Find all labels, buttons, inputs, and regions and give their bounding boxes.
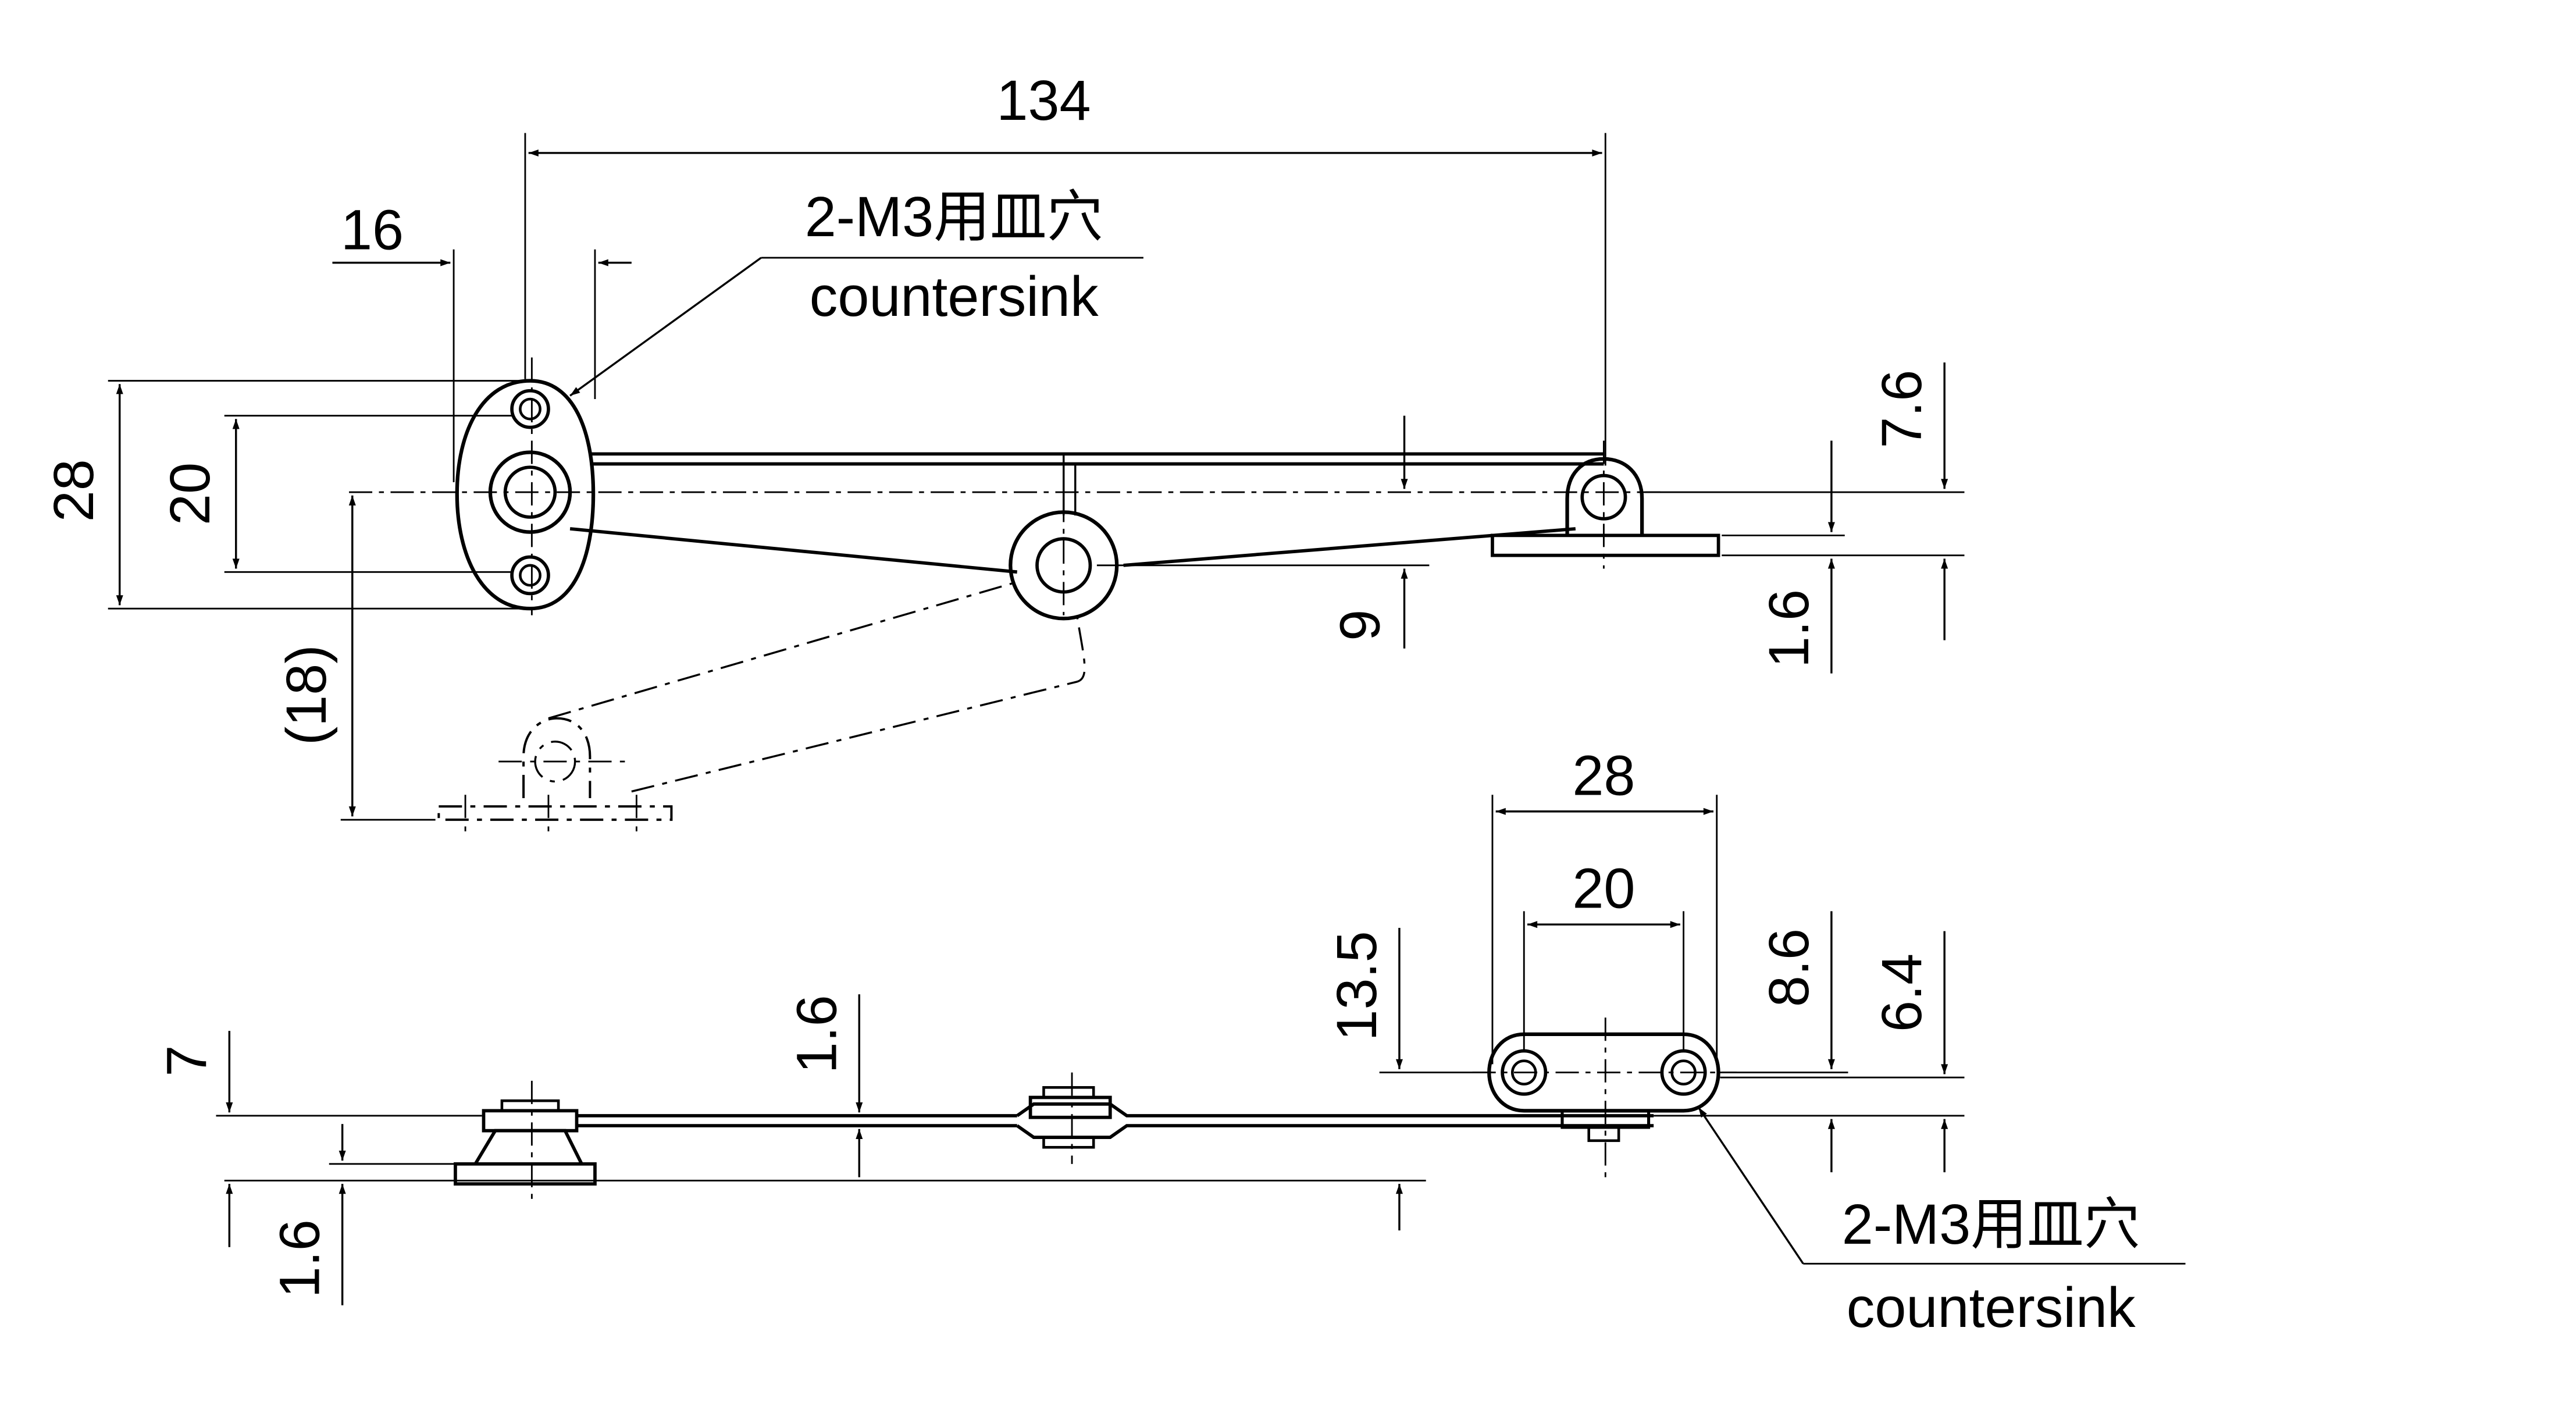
dim-left-height-label: 7 [155, 1045, 218, 1077]
dim-overall-length-label: 134 [996, 69, 1091, 132]
dim-top-height-inner-label: 20 [158, 462, 222, 525]
callout-spec-bottom: 2-M3用皿穴 [1842, 1193, 2140, 1256]
dim-height-6-4: 6.4 [1720, 931, 1965, 1173]
callout-spec-top: 2-M3用皿穴 [805, 185, 1103, 248]
dim-height-6-4-label: 6.4 [1870, 953, 1933, 1032]
dim-top-pitch: 16 [332, 198, 632, 482]
dim-right-height: 7.6 [1645, 362, 1965, 640]
dim-bracket-inner: 20 [1523, 857, 1684, 1051]
bottom-arm-strip [576, 1102, 1654, 1139]
dim-right-thickness-label: 1.6 [1757, 589, 1820, 668]
phantom-position [437, 581, 1086, 835]
dim-height-13-5-label: 13.5 [1325, 931, 1388, 1041]
dim-arm-offset: 9 [1096, 415, 1430, 649]
right-bracket [1491, 457, 1720, 557]
dim-height-8-6: 8.6 [1654, 911, 1965, 1173]
callout-countersink-bottom: 2-M3用皿穴 countersink [1697, 1106, 2186, 1339]
dim-mid-thickness: 1.6 [785, 994, 863, 1177]
dim-left-thickness: 1.6 [268, 1124, 455, 1305]
dim-left-thickness-label: 1.6 [268, 1219, 332, 1298]
callout-countersink-top: 2-M3用皿穴 countersink [569, 185, 1143, 397]
dim-bracket-inner-label: 20 [1572, 857, 1635, 920]
dim-top-height-outer: 28 [42, 380, 525, 610]
dim-height-13-5: 13.5 [224, 927, 1492, 1231]
dim-left-height: 7 [155, 1031, 482, 1247]
callout-en-top: countersink [810, 265, 1099, 328]
middle-pivot [1028, 1086, 1112, 1149]
dim-bracket-outer: 28 [1491, 743, 1718, 1065]
dim-overall-length: 134 [524, 69, 1606, 466]
dim-top-height-inner: 20 [158, 415, 512, 573]
dim-right-thickness: 1.6 [1722, 440, 1845, 674]
bottom-view: 28 20 13.5 8.6 [155, 743, 2186, 1339]
dim-mid-thickness-label: 1.6 [785, 995, 848, 1073]
dim-swing: (18) [275, 495, 436, 821]
upper-arm [590, 452, 1604, 516]
dim-top-pitch-label: 16 [341, 198, 404, 262]
left-base [454, 1099, 597, 1186]
dim-top-height-outer-label: 28 [42, 459, 105, 522]
dim-bracket-outer-label: 28 [1572, 743, 1635, 807]
dim-arm-offset-label: 9 [1328, 610, 1392, 641]
dim-swing-label: (18) [275, 645, 338, 745]
center-lines [349, 357, 1662, 615]
dim-height-8-6-label: 8.6 [1757, 928, 1820, 1007]
dim-right-height-label: 7.6 [1870, 370, 1933, 449]
top-view: 134 16 2-M3用皿穴 countersink 28 [42, 69, 1965, 835]
callout-en-bottom: countersink [1847, 1276, 2136, 1339]
